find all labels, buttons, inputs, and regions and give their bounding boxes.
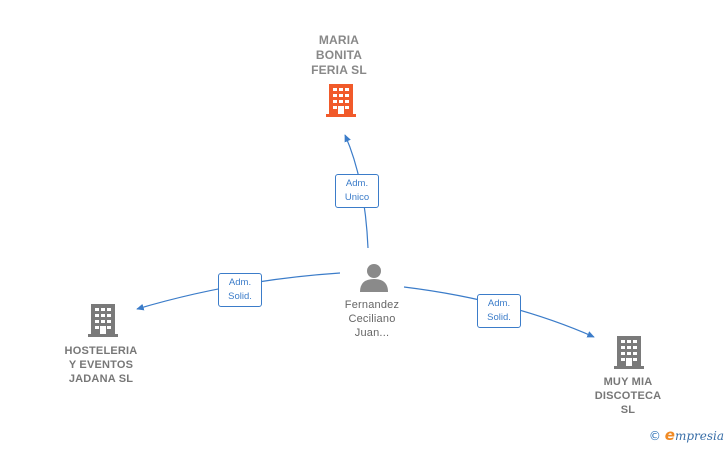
edge-label-adm-solid-right: Adm. Solid. bbox=[477, 294, 521, 328]
edge-label-adm-unico: Adm. Unico bbox=[335, 174, 379, 208]
node-label-right-company[interactable]: MUY MIA DISCOTECA SL bbox=[594, 376, 662, 416]
edge-label-adm-solid-left: Adm. Solid. bbox=[218, 273, 262, 307]
node-label-left-company[interactable]: HOSTELERIA Y EVENTOS JADANA SL bbox=[64, 345, 138, 385]
copyright-icon: © bbox=[648, 429, 661, 443]
building-icon[interactable] bbox=[326, 84, 356, 117]
node-label-person[interactable]: Fernandez Ceciliano Juan... bbox=[344, 299, 400, 339]
building-icon[interactable] bbox=[614, 336, 644, 369]
brand-logo-letter: e bbox=[664, 426, 675, 444]
node-label-main-company[interactable]: MARIA BONITA FERIA SL bbox=[311, 33, 367, 77]
brand-logo-text: mpresia bbox=[674, 429, 724, 443]
building-icon[interactable] bbox=[88, 304, 118, 337]
brand-watermark: © empresia bbox=[649, 426, 724, 444]
person-icon[interactable] bbox=[360, 264, 388, 292]
